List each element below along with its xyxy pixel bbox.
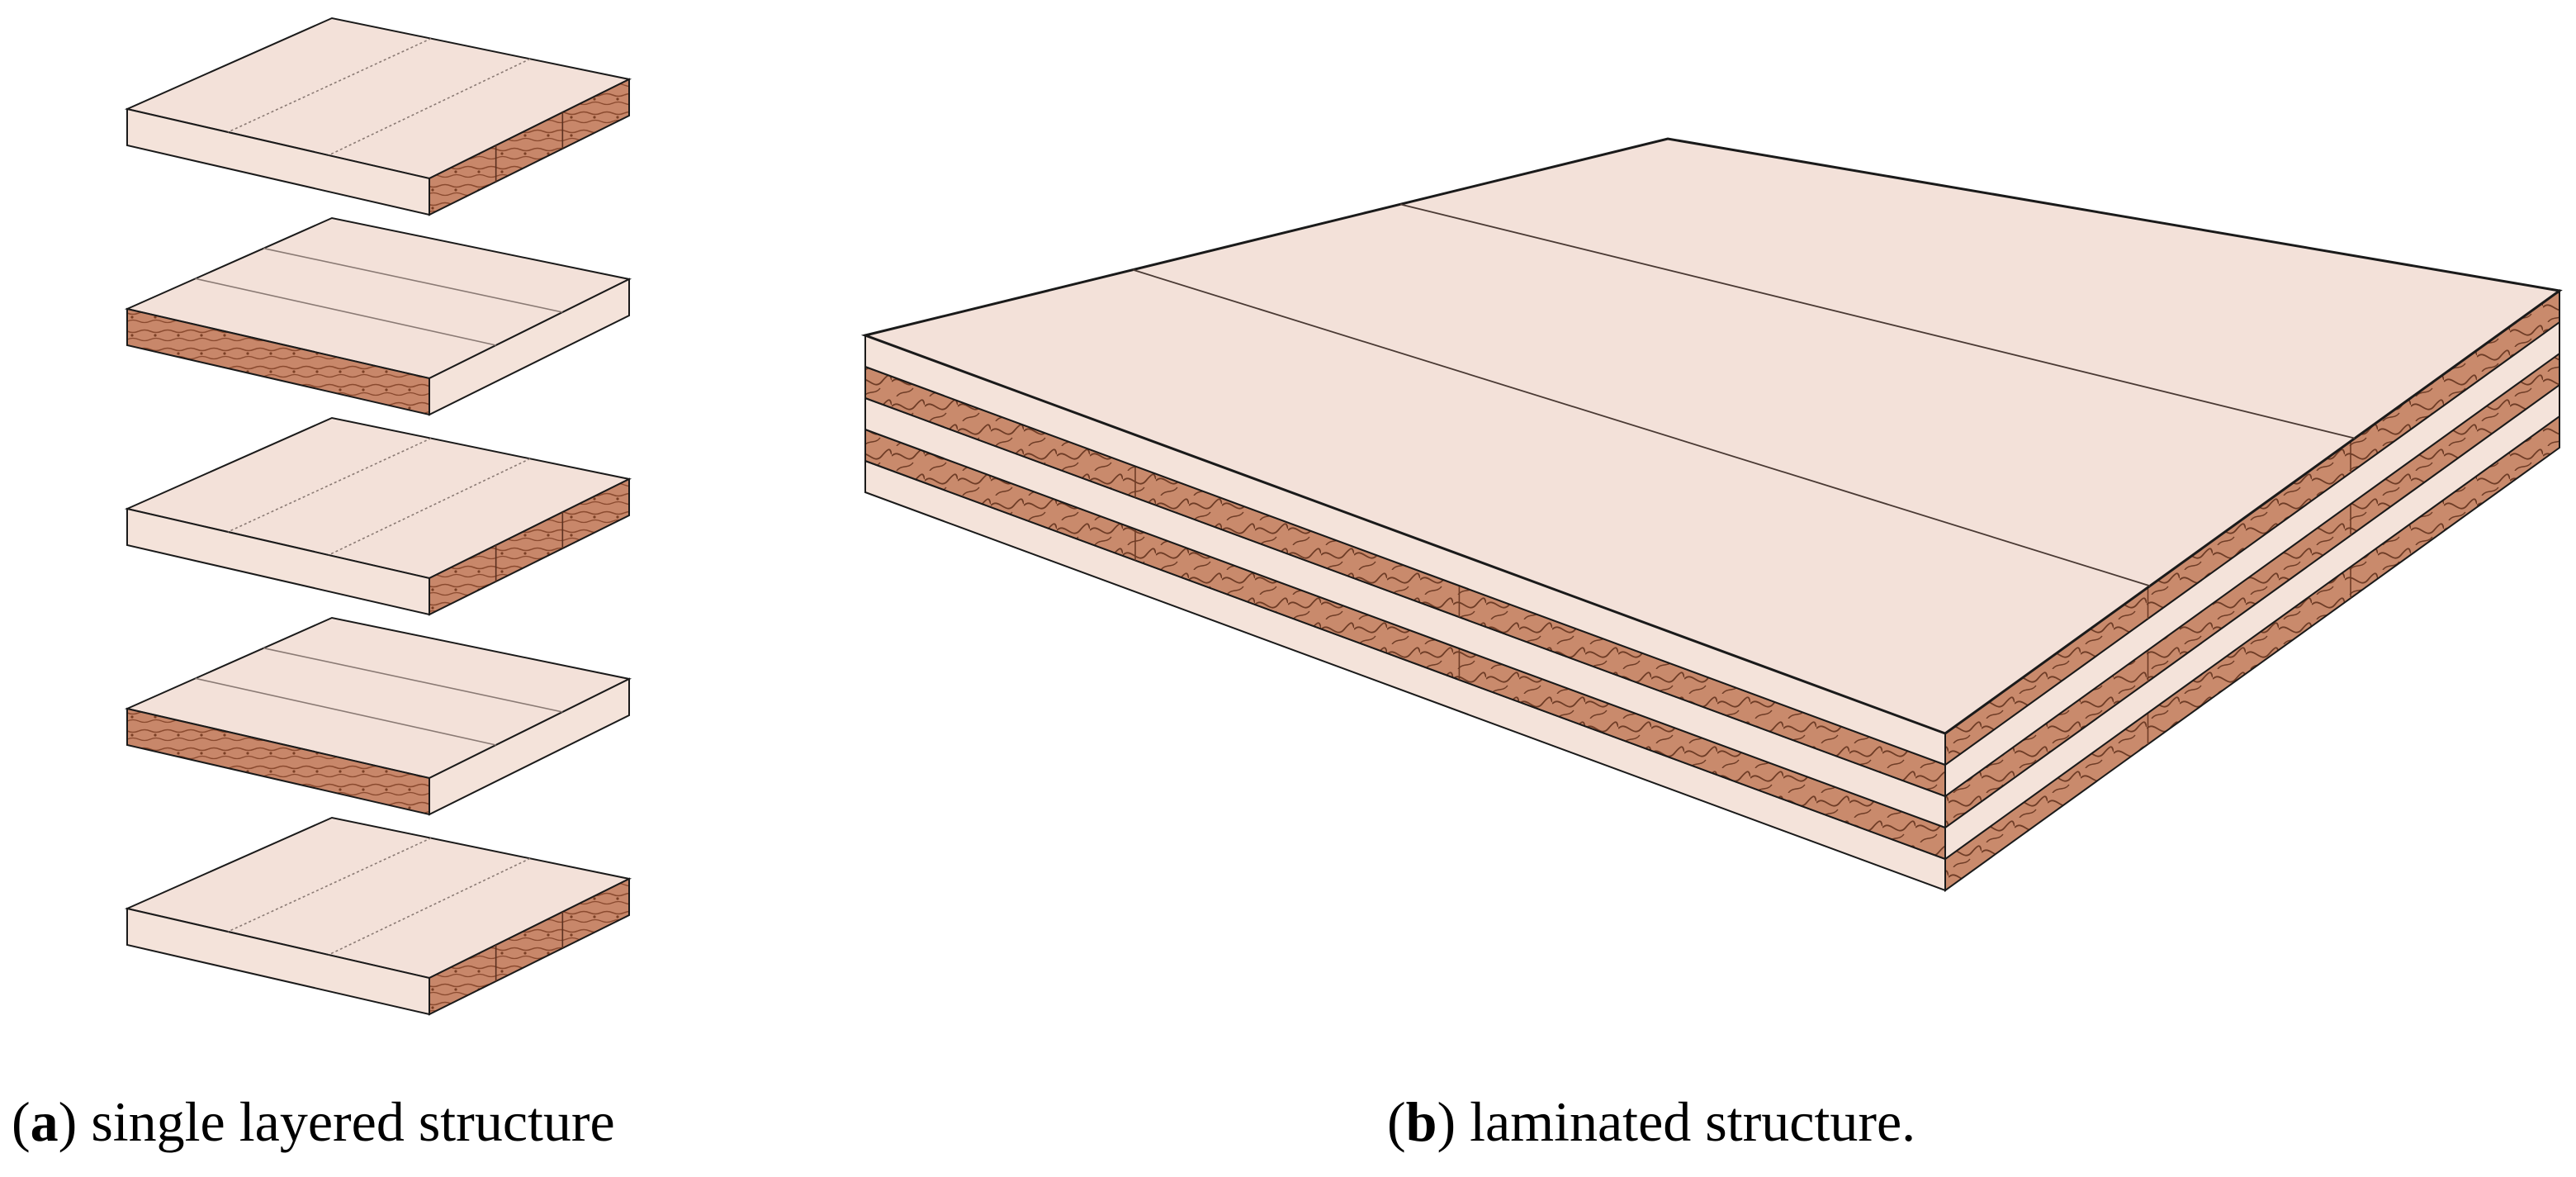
board-2-seam <box>263 247 563 313</box>
board-4-seam <box>195 677 496 746</box>
board-4-seam <box>263 647 563 713</box>
caption-a: (a) single layered structure <box>12 1090 615 1153</box>
caption-a-letter: a <box>30 1090 59 1153</box>
slab-top-seam <box>1399 203 2356 439</box>
slab-layer-4 <box>864 383 2560 861</box>
slab-top-seam <box>1132 268 2151 587</box>
board-1 <box>124 17 632 216</box>
laminated-slab <box>860 137 2563 892</box>
caption-a-text: single layered structure <box>91 1090 615 1153</box>
board-4 <box>124 616 632 816</box>
board-2-seam <box>195 278 496 346</box>
caption-b-text: laminated structure. <box>1470 1090 1916 1153</box>
panel-b-laminated-slab <box>860 137 2563 892</box>
board-3 <box>124 416 632 616</box>
caption-b-letter: b <box>1405 1090 1437 1153</box>
panel-a-single-layered-boards <box>124 17 632 1016</box>
board-5 <box>124 816 632 1016</box>
caption-b: (b) laminated structure. <box>1387 1090 1916 1153</box>
board-2 <box>124 216 632 416</box>
